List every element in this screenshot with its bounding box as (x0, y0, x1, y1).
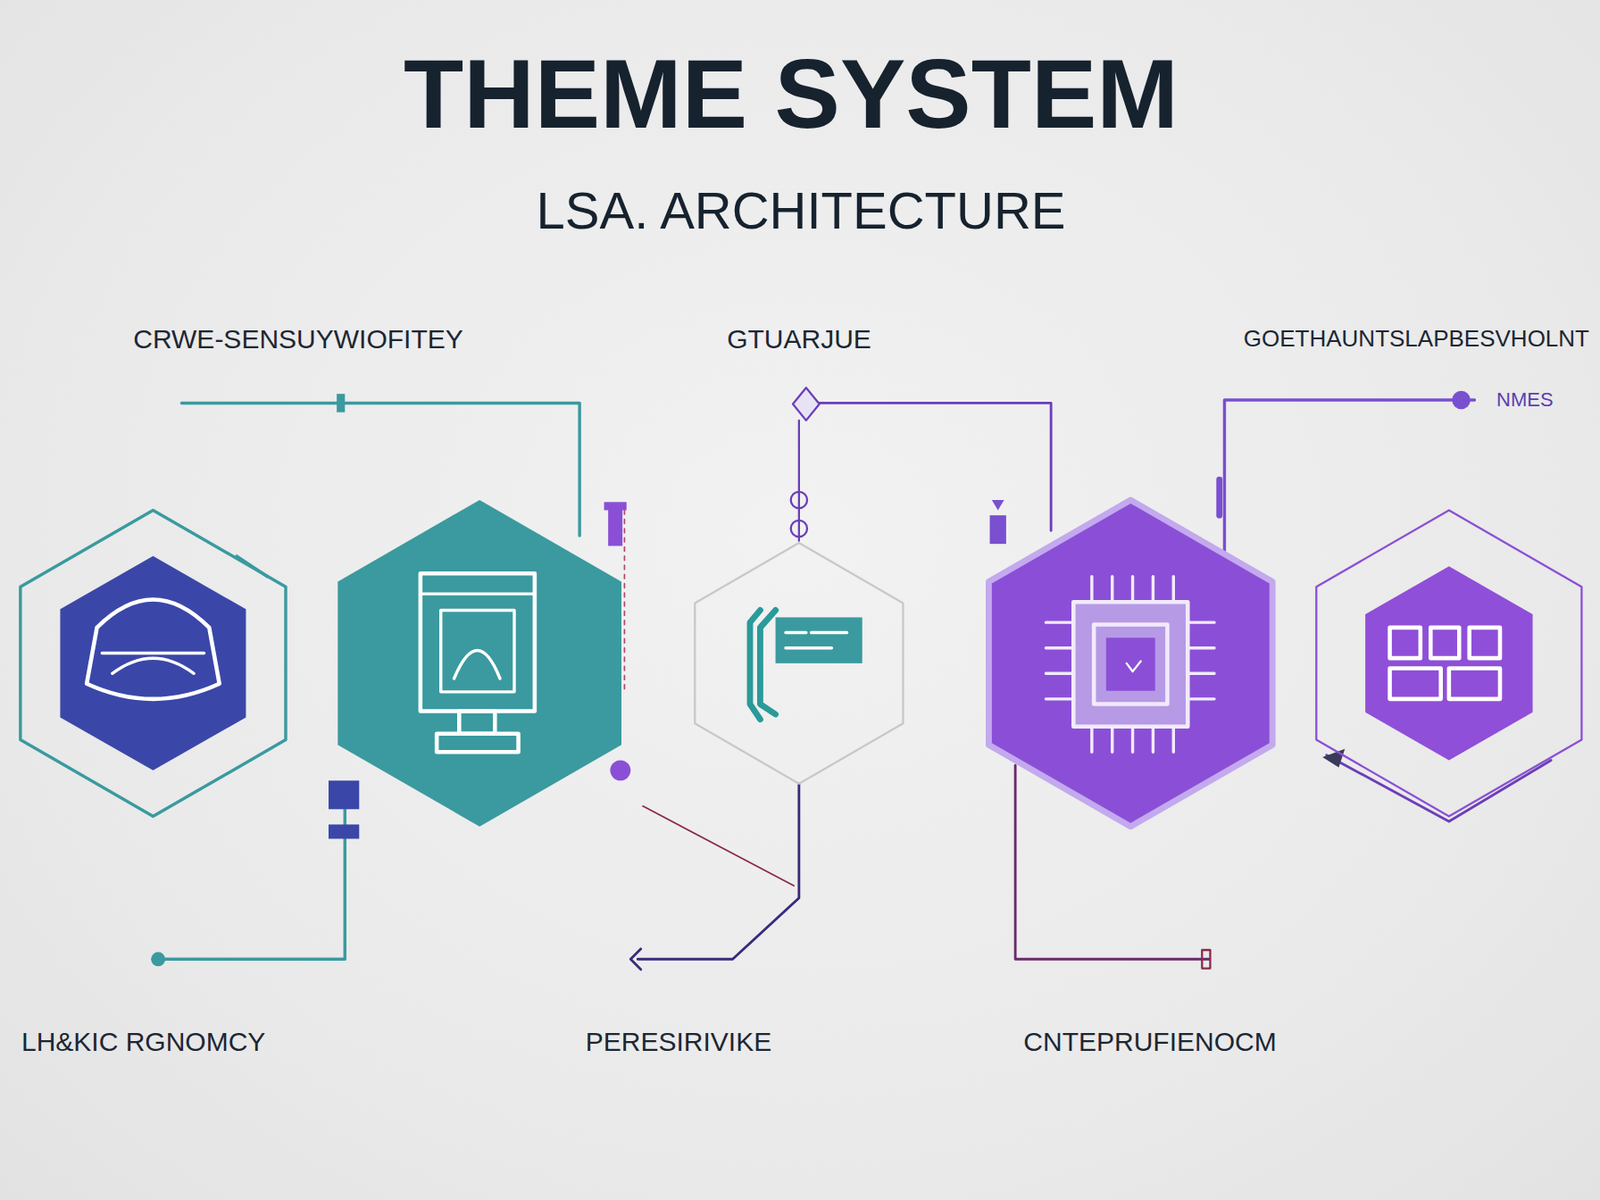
hexagon-icon (337, 500, 622, 827)
wires (150, 387, 1551, 969)
note-label: NMES (1496, 389, 1554, 411)
hexagon-icon (1316, 509, 1582, 817)
section-label: GOETHAUNTSLAPBESVHOLNT (1243, 325, 1590, 352)
hexagon-icon (20, 509, 286, 817)
title: THEME SYSTEM (403, 39, 1179, 148)
section-label: CRWE-SENSUYWIOFITEY (133, 324, 463, 354)
section-label: LH&KIC RGNOMCY (21, 1026, 266, 1057)
hexagon-icon (694, 542, 903, 784)
section-label: CNTEPRUFIENOCM (1023, 1026, 1276, 1057)
section-label: PERESIRIVIKE (585, 1026, 772, 1057)
hexagon-icon (988, 500, 1273, 827)
section-label: GTUARJUE (726, 324, 872, 354)
subtitle: LSA. ARCHITECTURE (536, 182, 1067, 240)
